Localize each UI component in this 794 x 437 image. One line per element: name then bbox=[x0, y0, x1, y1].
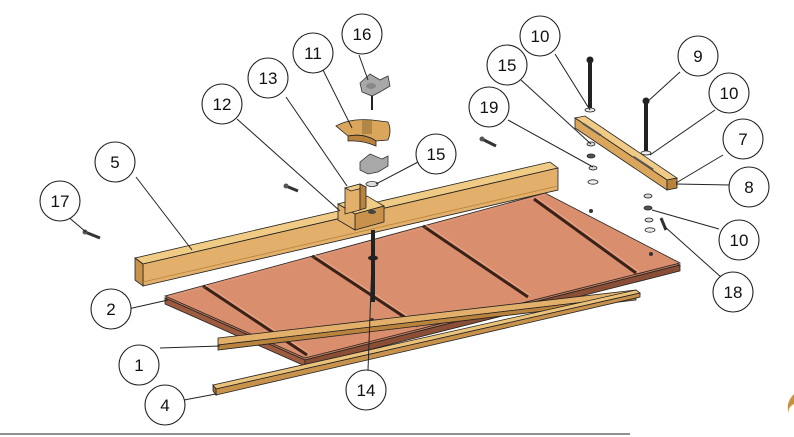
washer-stack-left bbox=[586, 141, 599, 185]
callout-8: 8 bbox=[728, 166, 770, 208]
callout-10-top: 10 bbox=[519, 15, 561, 57]
callout-18: 18 bbox=[712, 271, 754, 313]
callout-15-right: 15 bbox=[486, 44, 528, 86]
callout-1: 1 bbox=[118, 344, 160, 386]
washer-stack-right bbox=[643, 193, 656, 233]
callout-label-14: 14 bbox=[357, 381, 376, 400]
callout-14: 14 bbox=[345, 369, 387, 411]
callout-label-19: 19 bbox=[480, 98, 499, 117]
star-knob-top bbox=[359, 73, 391, 110]
callout-label-12: 12 bbox=[213, 95, 232, 114]
callout-2: 2 bbox=[90, 288, 132, 330]
callout-label-10-top: 10 bbox=[531, 27, 550, 46]
callout-label-2: 2 bbox=[106, 300, 115, 319]
callout-16: 16 bbox=[341, 13, 383, 55]
clamp-block bbox=[336, 183, 386, 231]
callout-label-15-center: 15 bbox=[427, 145, 446, 164]
callout-label-17: 17 bbox=[51, 192, 70, 211]
callout-label-18: 18 bbox=[724, 283, 743, 302]
screw-center bbox=[283, 183, 299, 193]
callout-17: 17 bbox=[39, 180, 81, 222]
callout-label-4: 4 bbox=[160, 396, 169, 415]
callout-13: 13 bbox=[247, 57, 289, 99]
callout-label-10-right: 10 bbox=[720, 84, 739, 103]
callout-label-8: 8 bbox=[744, 178, 753, 197]
callout-label-7: 7 bbox=[738, 130, 747, 149]
callout-10-right: 10 bbox=[708, 72, 750, 114]
star-knob-lower bbox=[359, 153, 389, 187]
callout-9: 9 bbox=[677, 35, 719, 77]
callout-label-10-bottom: 10 bbox=[730, 231, 749, 250]
callout-15-center: 15 bbox=[415, 133, 457, 175]
bottom-strip bbox=[212, 289, 641, 397]
logo-fragment bbox=[787, 394, 794, 416]
callout-7: 7 bbox=[722, 118, 764, 160]
stop-bar bbox=[573, 115, 679, 191]
leader-lines bbox=[59, 53, 731, 401]
callout-label-5: 5 bbox=[110, 153, 119, 172]
callout-label-16: 16 bbox=[353, 25, 372, 44]
callout-label-1: 1 bbox=[134, 356, 143, 375]
callout-5: 5 bbox=[94, 141, 136, 183]
callout-label-9: 9 bbox=[693, 47, 702, 66]
callout-12: 12 bbox=[201, 83, 243, 125]
callout-label-11: 11 bbox=[304, 44, 322, 63]
callout-label-15-right: 15 bbox=[498, 56, 517, 75]
bolt-upper-right bbox=[640, 97, 652, 156]
screw-right bbox=[479, 136, 497, 148]
hold-down-arm bbox=[335, 119, 391, 147]
callout-10-bottom: 10 bbox=[718, 219, 760, 261]
callout-4: 4 bbox=[144, 384, 186, 426]
long-bolt bbox=[368, 230, 378, 302]
callout-label-13: 13 bbox=[259, 69, 278, 88]
callout-19: 19 bbox=[468, 86, 510, 128]
screw-18 bbox=[659, 217, 668, 231]
callout-11: 11 bbox=[292, 32, 334, 74]
